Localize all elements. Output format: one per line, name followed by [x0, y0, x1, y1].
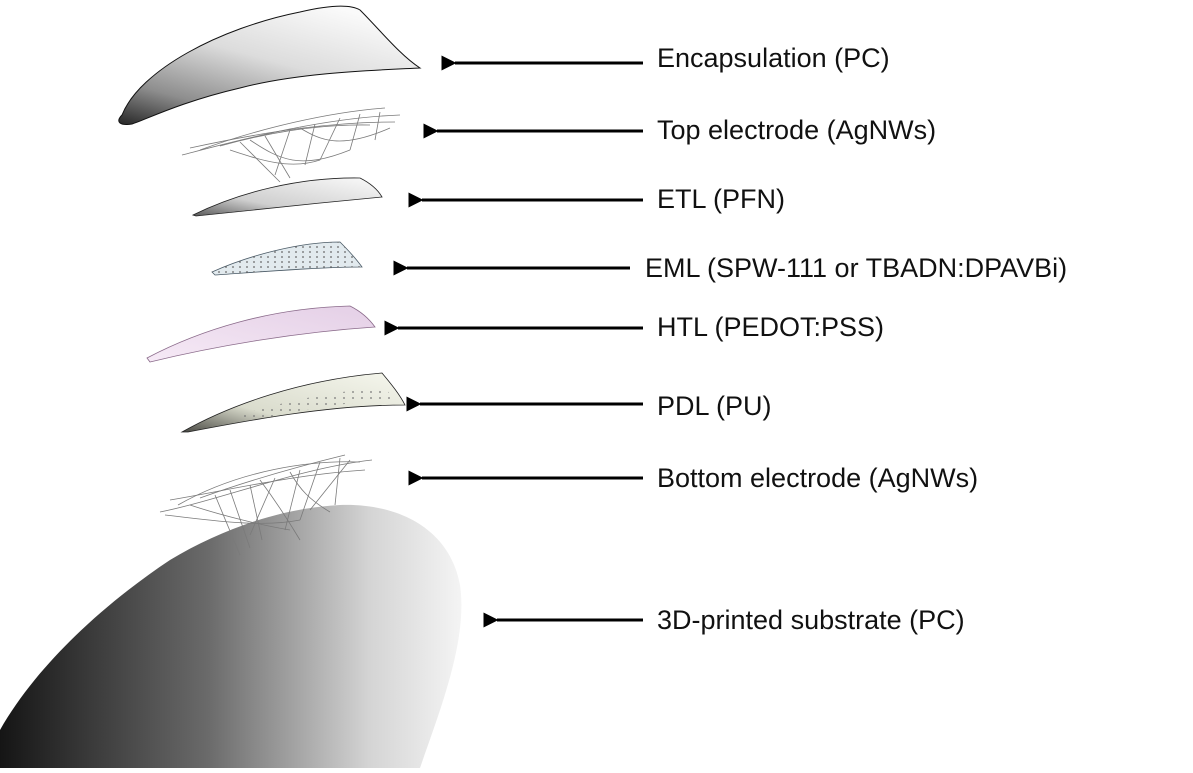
- label-bottom-electrode: Bottom electrode (AgNWs): [657, 463, 979, 493]
- label-htl: HTL (PEDOT:PSS): [657, 312, 885, 342]
- label-top-electrode: Top electrode (AgNWs): [657, 115, 937, 145]
- arrows: [384, 55, 643, 628]
- etl-film: [191, 177, 383, 217]
- label-substrate: 3D-printed substrate (PC): [657, 605, 965, 635]
- htl-film: [146, 305, 376, 363]
- substrate-shape: [0, 504, 462, 768]
- bottom-electrode-mesh: [159, 454, 373, 556]
- label-etl: ETL (PFN): [657, 184, 785, 214]
- label-eml: EML (SPW-111 or TBADN:DPAVBi): [645, 253, 1068, 283]
- label-pdl: PDL (PU): [657, 391, 772, 421]
- encapsulation-shell: [118, 5, 422, 125]
- label-encapsulation: Encapsulation (PC): [657, 43, 890, 73]
- top-electrode-mesh: [181, 107, 401, 183]
